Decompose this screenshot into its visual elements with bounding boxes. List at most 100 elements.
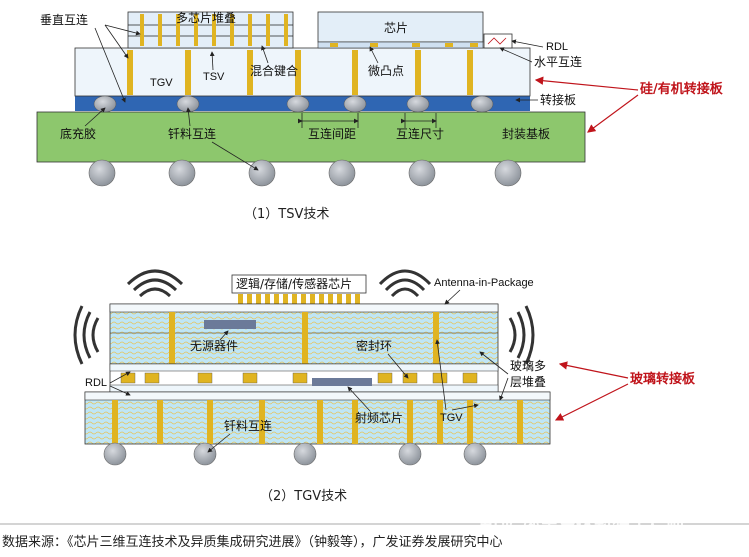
fig1-label-solder-interconnect: 钎料互连 — [168, 126, 216, 141]
mid-bump — [462, 372, 478, 384]
tsv-via — [467, 50, 473, 95]
mid-bump — [402, 372, 418, 384]
mid-bump — [197, 372, 213, 384]
fig1-tsv-diagram: 垂直互连 多芯片堆叠 芯片 RDL 水平互连 TGV TSV 混合键合 微凸点 … — [36, 11, 724, 222]
stack-via — [158, 14, 162, 46]
fig1-bottom-solder-balls — [88, 159, 522, 187]
fig1-callout-interposer-type: 硅/有机转接板 — [640, 81, 724, 97]
tgv-via — [517, 400, 523, 444]
fig1-tsv-vias — [127, 50, 473, 95]
micro-bump — [330, 43, 338, 47]
top-chip-bump — [355, 294, 360, 304]
fig1-label-underfill: 底充胶 — [60, 126, 96, 141]
fig2-label-rf-chip: 射频芯片 — [355, 410, 403, 425]
tgv-via — [467, 400, 473, 444]
solder-ball — [398, 442, 422, 466]
interposer-bump — [406, 95, 430, 113]
stack-via — [266, 14, 270, 46]
tgv-via — [169, 312, 175, 364]
solder-ball — [248, 159, 276, 187]
fig2-label-tgv: TGV — [440, 412, 463, 424]
solder-ball — [293, 442, 317, 466]
mid-bump — [120, 372, 136, 384]
top-chip-bump — [346, 294, 351, 304]
top-chip-bump — [319, 294, 324, 304]
stack-via — [176, 14, 180, 46]
tgv-via — [352, 400, 358, 444]
top-chip-bump — [283, 294, 288, 304]
fig2-label-glass-stack-2: 层堆叠 — [510, 375, 546, 389]
tgv-via — [317, 400, 323, 444]
wifi-icon-left — [126, 269, 184, 298]
fig1-label-package-substrate: 封装基板 — [502, 127, 550, 141]
fig1-chip — [317, 11, 484, 43]
solder-ball — [88, 159, 116, 187]
fig2-label-glass-stack-1: 玻璃多 — [510, 359, 546, 373]
fig2-tgv-diagram: 逻辑/存储/传感器芯片 Antenna-in-Package 无源器件 密封环 … — [73, 269, 696, 504]
top-chip-bump — [238, 294, 243, 304]
solder-ball — [103, 442, 127, 466]
stack-via — [248, 14, 252, 46]
fig2-label-passive: 无源器件 — [190, 339, 238, 353]
solder-ball — [193, 442, 217, 466]
mid-bump — [144, 372, 160, 384]
tsv-via — [247, 50, 253, 95]
interposer-bump — [93, 95, 117, 113]
fig2-callout-interposer-type: 玻璃转接板 — [630, 371, 696, 387]
solder-ball — [328, 159, 356, 187]
tsv-via — [185, 50, 191, 95]
top-chip-bump — [328, 294, 333, 304]
top-chip-bump — [265, 294, 270, 304]
fig2-rf-chip-pad — [312, 378, 372, 386]
top-chip-bump — [292, 294, 297, 304]
fig1-label-interconnect-pitch: 互连间距 — [308, 126, 356, 141]
solder-ball — [463, 442, 487, 466]
fig2-label-antenna: Antenna-in-Package — [434, 277, 534, 289]
interposer-bump — [286, 95, 310, 113]
fig2-passive-component — [204, 320, 256, 329]
interposer-bump — [470, 95, 494, 113]
micro-bump — [412, 43, 420, 47]
fig1-interposer — [74, 47, 531, 97]
fig1-label-tsv: TSV — [203, 71, 225, 83]
fig1-label-vertical-interconnect: 垂直互连 — [40, 12, 88, 27]
solder-ball — [494, 159, 522, 187]
stack-via — [140, 14, 144, 46]
top-chip-bump — [310, 294, 315, 304]
fig1-multi-chip-stack — [127, 11, 294, 49]
tsv-via — [352, 50, 358, 95]
micro-bump — [370, 43, 378, 47]
mid-bump — [292, 372, 308, 384]
fig1-label-interposer: 转接板 — [540, 92, 576, 107]
mid-bump — [377, 372, 393, 384]
fig1-label-horizontal-interconnect: 水平互连 — [534, 54, 582, 69]
fig2-label-seal-ring: 密封环 — [356, 338, 392, 353]
stack-via — [230, 14, 234, 46]
fig1-rdl-box — [483, 33, 513, 49]
fig2-caption: （2）TGV技术 — [260, 489, 347, 504]
tgv-via — [157, 400, 163, 444]
top-chip-bump — [256, 294, 261, 304]
watermark: 知乎 @半导体封装工程师 — [480, 515, 684, 537]
fig2-label-chips: 逻辑/存储/传感器芯片 — [236, 276, 352, 291]
top-chip-bump — [301, 294, 306, 304]
tgv-via — [437, 400, 443, 444]
solder-ball — [168, 159, 196, 187]
micro-bump — [445, 43, 453, 47]
mid-bump — [242, 372, 258, 384]
tgv-via — [407, 400, 413, 444]
fig1-label-chip: 芯片 — [384, 21, 408, 35]
wifi-icon-right — [378, 269, 432, 298]
top-chip-bump — [274, 294, 279, 304]
mid-bump — [432, 372, 448, 384]
fig2-top-chip — [231, 274, 367, 294]
stack-via — [212, 14, 216, 46]
interposer-bump — [343, 95, 367, 113]
fig2-label-solder-interconnect: 钎料互连 — [224, 418, 272, 433]
fig1-caption: （1）TSV技术 — [244, 207, 329, 222]
tgv-via — [259, 400, 265, 444]
fig1-label-interconnect-size: 互连尺寸 — [396, 126, 444, 141]
stack-via — [194, 14, 198, 46]
source-note: 数据来源：《芯片三维互连技术及异质集成研究进展》（钟毅等），广发证券发展研究中心 — [2, 534, 503, 550]
